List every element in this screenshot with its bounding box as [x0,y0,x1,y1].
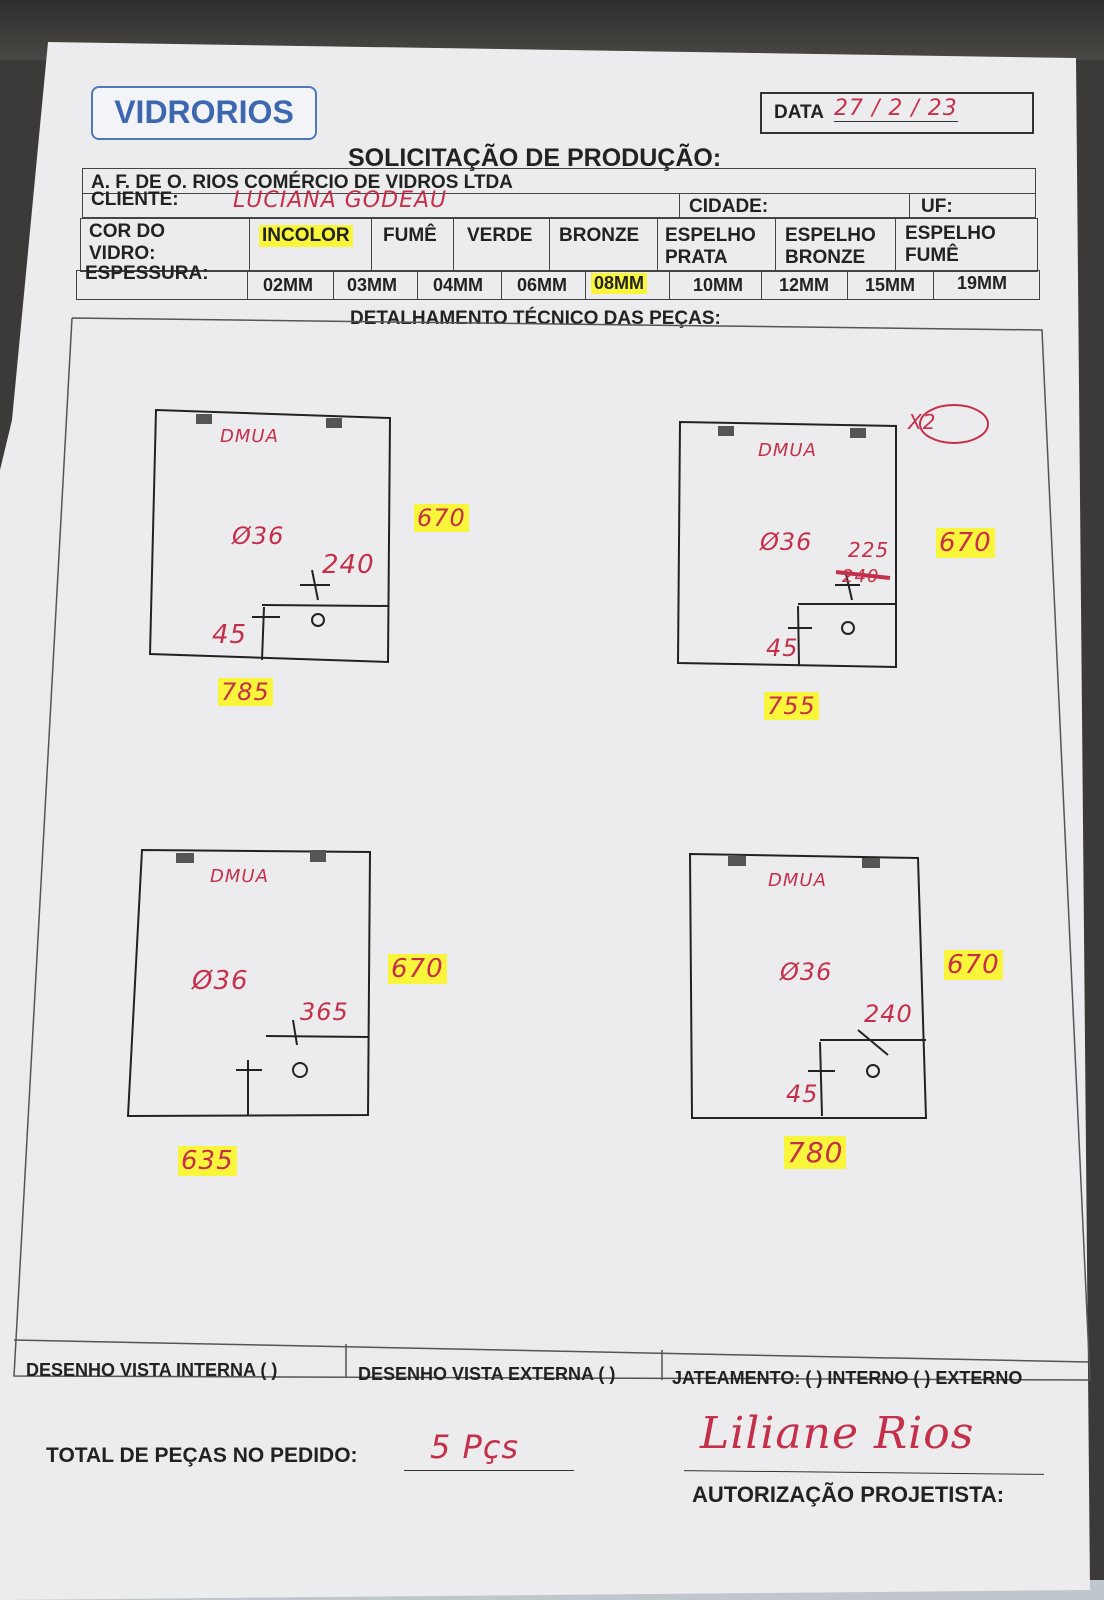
piece4-mark2: 45 [786,1080,819,1108]
color-option-espelho-bronze: ESPELHO BRONZE [785,225,876,268]
thickness-label: ESPESSURA: [85,263,209,284]
piece2-width: 755 [764,692,819,720]
piece4-height: 670 [944,950,1003,980]
authorization-label: AUTORIZAÇÃO PROJETISTA: [692,1482,1005,1507]
piece1-label: DMUA [220,426,279,447]
page-title: SOLICITAÇÃO DE PRODUÇÃO: [348,144,722,172]
piece3-height: 670 [388,954,447,984]
color-option-espelho-prata: ESPELHO PRATA [665,225,756,268]
thickness-03mm: 03MM [347,275,398,295]
client-label: CLIENTE: [91,189,179,210]
piece2-height: 670 [936,528,995,558]
piece4-label: DMUA [768,870,827,891]
thickness-08mm: 08MM [591,273,648,294]
piece2-mark2: 45 [766,634,799,662]
piece3-hole: Ø36 [192,966,249,996]
blasting-option: JATEAMENTO: ( ) INTERNO ( ) EXTERNO [672,1368,1023,1388]
piece2-hole: Ø36 [760,528,813,556]
piece3-mark1: 365 [300,998,349,1026]
piece2-mark1: 225 [848,538,890,562]
date-box: DATA 27 / 2 / 23 [760,92,1034,134]
piece4-width: 780 [784,1136,847,1169]
piece2-quantity: X2 [908,410,937,434]
thickness-12mm: 12MM [779,275,830,295]
color-option-verde: VERDE [467,225,533,246]
color-option-incolor: INCOLOR [259,225,353,247]
color-label-line2: VIDRO: [89,243,156,264]
uf-label: UF: [921,196,953,217]
piece3-label: DMUA [210,866,269,887]
designer-signature: Liliane Rios [700,1408,975,1459]
external-view-option: DESENHO VISTA EXTERNA ( ) [358,1364,616,1384]
color-option-espelho-fume: ESPELHO FUMÊ [905,223,996,266]
client-value: LUCIANA GODEAU [233,188,448,213]
total-underline [404,1470,574,1471]
city-label: CIDADE: [689,196,769,217]
thickness-19mm: 19MM [957,273,1008,293]
piece2-mark1-struck: 240 [842,566,880,587]
date-value: 27 / 2 / 23 [834,96,958,122]
thickness-15mm: 15MM [865,275,916,295]
piece1-width: 785 [218,678,273,706]
glass-color-row: COR DO VIDRO: INCOLOR FUMÊ VERDE BRONZE … [80,218,1038,272]
color-option-bronze: BRONZE [559,225,640,246]
piece4-hole: Ø36 [780,958,833,986]
thickness-02mm: 02MM [263,275,314,295]
thickness-row: ESPESSURA: 02MM 03MM 04MM 06MM 08MM 10MM… [76,263,1040,300]
thickness-04mm: 04MM [433,275,484,295]
color-label-line1: COR DO [89,221,165,242]
client-block: A. F. DE O. RIOS COMÉRCIO DE VIDROS LTDA… [82,168,1036,218]
company-name: A. F. DE O. RIOS COMÉRCIO DE VIDROS LTDA [91,172,513,193]
color-option-fume: FUMÊ [383,225,437,246]
piece1-height: 670 [414,504,469,532]
piece1-mark1: 240 [322,550,375,580]
thickness-10mm: 10MM [693,275,744,295]
piece4-mark1: 240 [864,1000,913,1028]
total-value: 5 Pçs [430,1428,520,1466]
internal-view-option: DESENHO VISTA INTERNA ( ) [26,1360,278,1380]
piece2-label: DMUA [758,440,817,461]
details-title: DETALHAMENTO TÉCNICO DAS PEÇAS: [350,308,721,329]
piece3-width: 635 [178,1146,237,1176]
company-logo: VIDRORIOS [91,86,317,140]
thickness-06mm: 06MM [517,275,568,295]
piece1-mark2: 45 [212,620,248,650]
total-label: TOTAL DE PEÇAS NO PEDIDO: [46,1444,358,1467]
date-label: DATA [774,102,824,123]
piece1-hole: Ø36 [232,522,285,550]
